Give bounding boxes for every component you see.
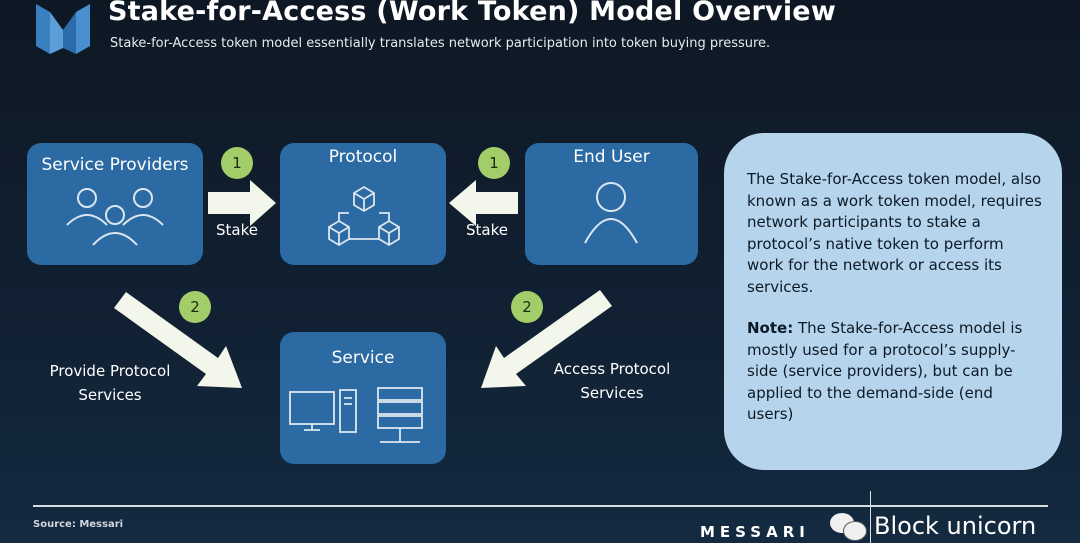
explanation-note: The Stake-for-Access token model, also k…	[724, 133, 1062, 470]
watermark-cursor-line	[870, 491, 871, 543]
node-service-providers: Service Providers	[27, 143, 203, 265]
wechat-icon	[830, 513, 868, 541]
blockchain-icon	[328, 185, 400, 247]
arrow-provide	[114, 292, 242, 388]
label-line: Services	[78, 386, 142, 404]
step-badge: 2	[179, 291, 211, 323]
note-label: Note:	[747, 319, 794, 337]
footer-divider	[33, 505, 1048, 507]
node-protocol: Protocol	[280, 143, 446, 265]
arrow-stake-left	[449, 180, 518, 226]
page-title: Stake-for-Access (Work Token) Model Over…	[108, 0, 836, 27]
node-label: End User	[573, 147, 650, 167]
user-icon	[584, 182, 638, 244]
watermark-text: Block unicorn	[874, 512, 1037, 540]
computer-server-icon	[289, 387, 423, 443]
edge-label-stake: Stake	[466, 221, 508, 239]
edge-label-access: Access Protocol Services	[522, 357, 702, 405]
node-label: Service	[331, 348, 395, 368]
label-line: Access Protocol	[553, 360, 671, 378]
edge-label-provide: Provide Protocol Services	[20, 359, 200, 407]
step-badge: 1	[478, 147, 510, 179]
label-line: Provide Protocol	[49, 362, 171, 380]
note-paragraph: Note: The Stake-for-Access model is most…	[747, 318, 1042, 426]
messari-logo	[36, 4, 90, 54]
node-service: Service	[280, 332, 446, 464]
users-icon	[66, 188, 164, 246]
node-label: Service Providers	[41, 155, 189, 175]
arrow-access	[481, 290, 612, 388]
page-subtitle: Stake-for-Access token model essentially…	[110, 36, 771, 51]
label-line: Services	[580, 384, 644, 402]
note-text: The Stake-for-Access model is mostly use…	[747, 319, 1023, 423]
footer-brand: MESSARI	[700, 523, 810, 541]
step-badge: 2	[511, 291, 543, 323]
node-label: Protocol	[328, 147, 398, 167]
node-end-user: End User	[525, 143, 698, 265]
arrow-stake-right	[208, 180, 276, 226]
note-paragraph: The Stake-for-Access token model, also k…	[747, 170, 1042, 296]
edge-label-stake: Stake	[216, 221, 258, 239]
source-text: Source: Messari	[33, 519, 124, 530]
step-badge: 1	[221, 147, 253, 179]
